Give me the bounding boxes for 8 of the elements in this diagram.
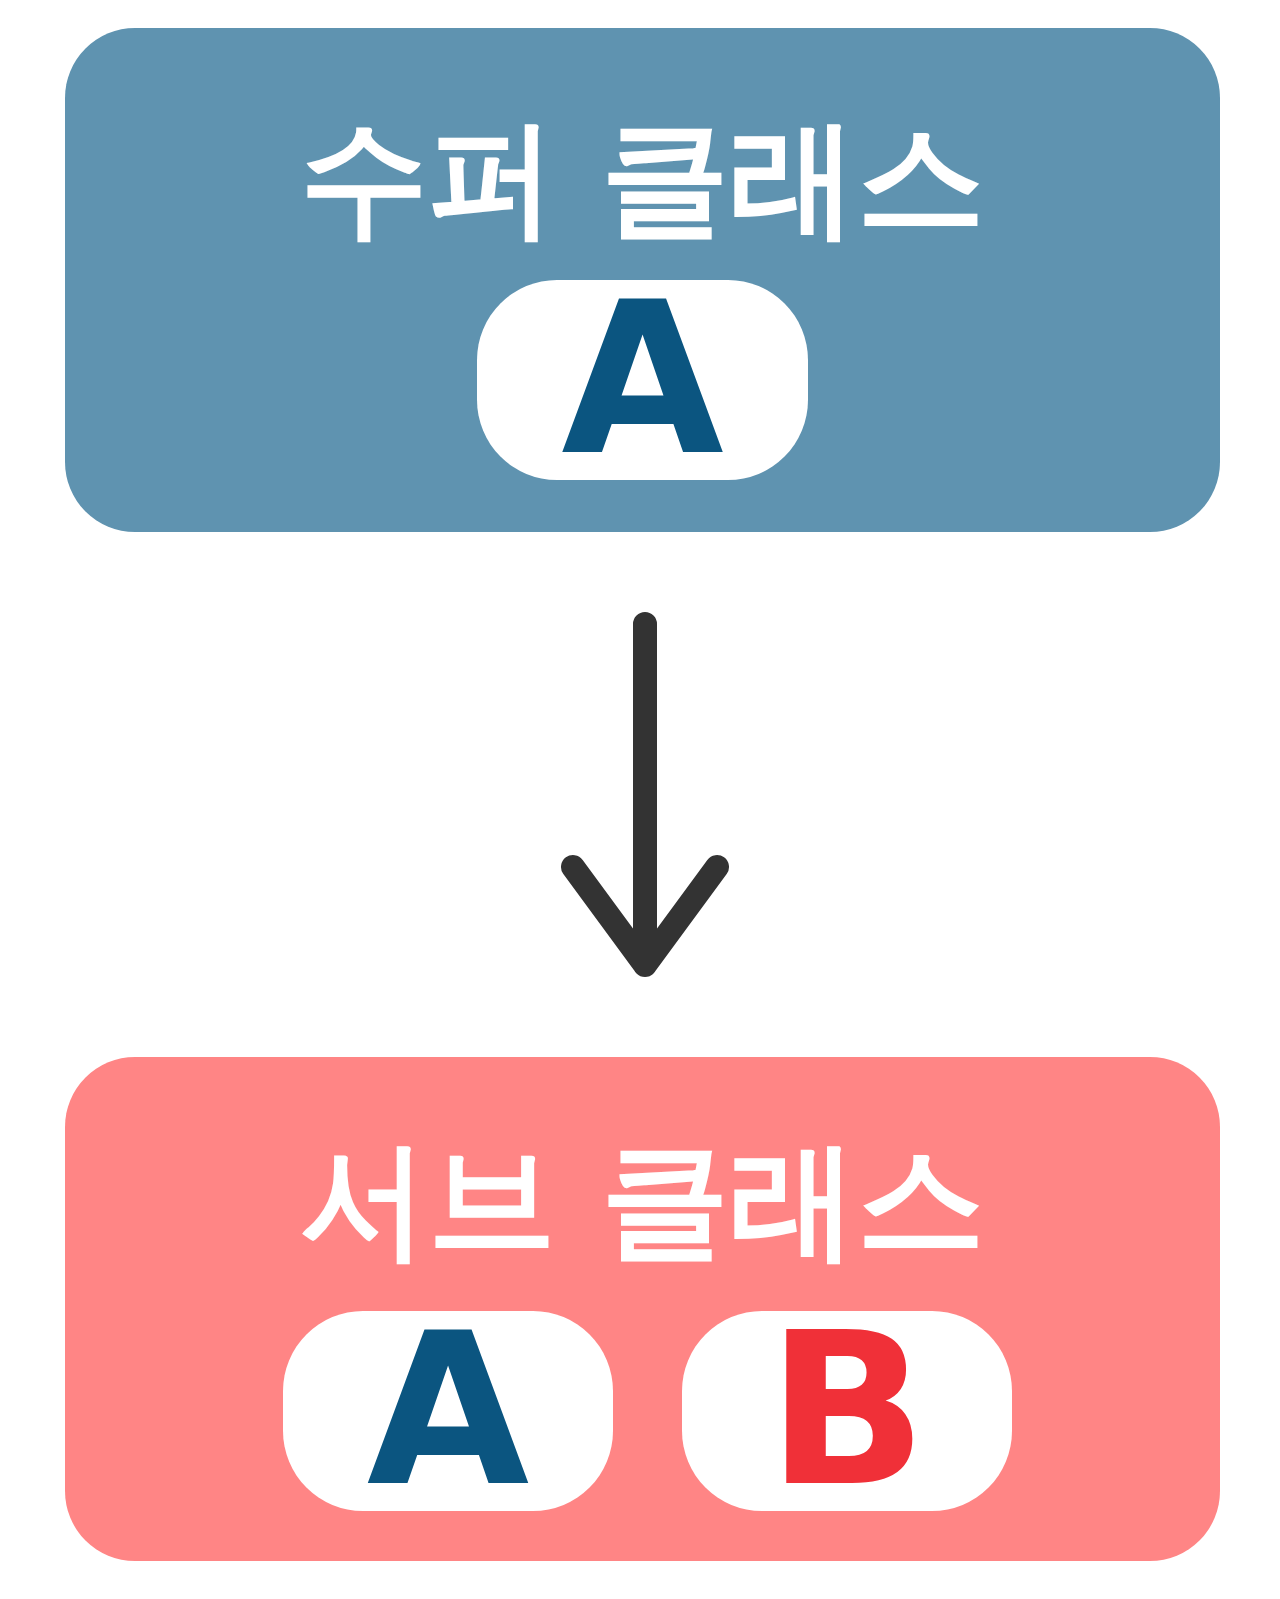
class-box (65, 1057, 1220, 1561)
letter-pill: A (477, 280, 808, 480)
letter-pill: A (283, 1311, 613, 1511)
box-title: 수퍼 클래스 (299, 103, 986, 253)
letter-pill: B (682, 1311, 1012, 1511)
class-box (65, 28, 1220, 532)
arrow (561, 612, 729, 977)
box-title: 서브 클래스 (299, 1125, 986, 1275)
